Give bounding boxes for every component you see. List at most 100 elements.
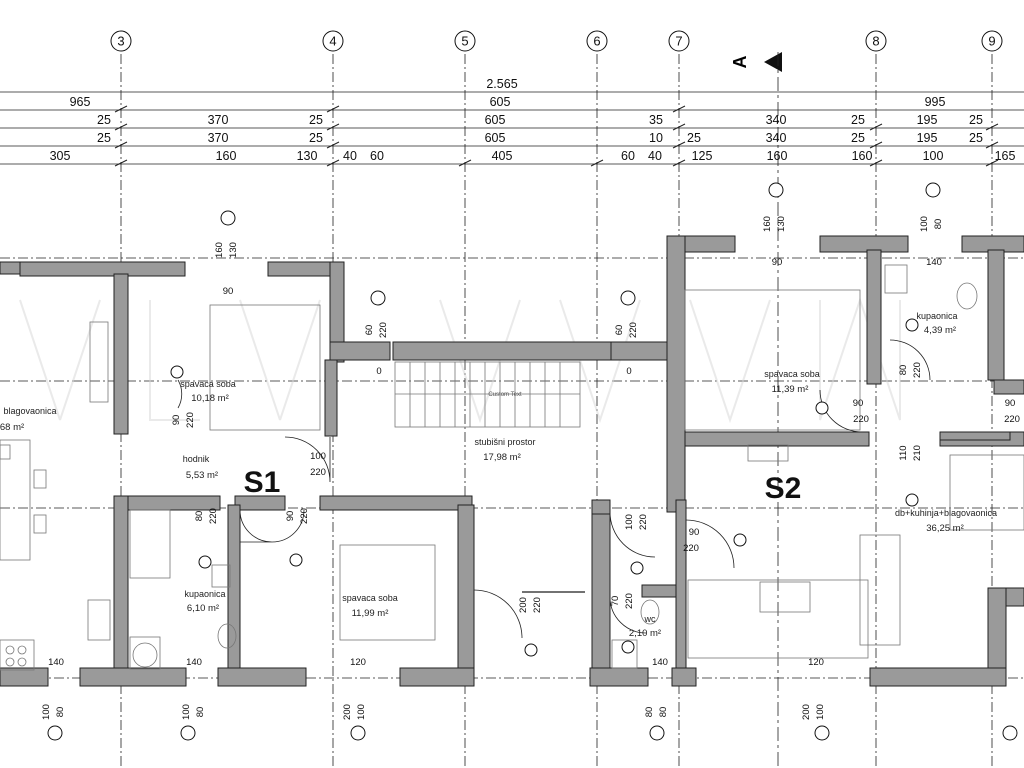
furniture <box>0 264 1024 671</box>
dim: 80 <box>195 707 206 718</box>
axis-bubble-5 <box>454 30 476 52</box>
wall <box>319 495 473 511</box>
dim-r4-3: 40 <box>343 149 357 163</box>
dim-r4-4: 60 <box>370 149 384 163</box>
wall <box>675 499 687 687</box>
room-name: spavaca soba <box>342 593 398 603</box>
dining-table <box>949 454 1024 531</box>
dim-r3-1: 370 <box>208 131 229 145</box>
dim: 130 <box>776 216 787 232</box>
dim-r4-6: 60 <box>621 149 635 163</box>
room-area: 2,10 m² <box>629 628 661 639</box>
opening-marker <box>220 210 236 226</box>
wall <box>591 499 611 515</box>
dim-r3-0: 25 <box>97 131 111 145</box>
dim: 80 <box>55 707 66 718</box>
dim: 80 <box>194 511 205 522</box>
door-swing <box>284 436 331 483</box>
dim-r4-12: 165 <box>995 149 1016 163</box>
toilet <box>217 623 237 649</box>
wardrobe <box>89 321 109 403</box>
dim: 220 <box>532 597 543 613</box>
dim: 0 <box>626 366 631 377</box>
room-name: kupaonica <box>916 311 957 321</box>
wall <box>227 504 241 686</box>
door-swing <box>177 379 183 409</box>
dim-r2-4: 35 <box>649 113 663 127</box>
opening-marker <box>925 182 941 198</box>
dim-r1-0: 965 <box>70 95 91 109</box>
axis-markers: 3 4 5 6 7 8 9 <box>110 30 1003 52</box>
wall <box>684 431 870 447</box>
sink <box>884 264 908 294</box>
room-area: 11,99 m² <box>352 608 389 619</box>
opening-marker <box>814 725 830 741</box>
opening-marker <box>768 182 784 198</box>
dim-r4-8: 125 <box>692 149 713 163</box>
room-name: hodnik <box>183 454 210 464</box>
dim-r4-10: 160 <box>852 149 873 163</box>
dim: 160 <box>762 216 773 232</box>
axis-bubble-3 <box>110 30 132 52</box>
section-letter: A <box>730 56 750 69</box>
opening-marker <box>170 365 184 379</box>
dim-r2-0: 25 <box>97 113 111 127</box>
sink <box>611 639 638 669</box>
dim: 90 <box>171 415 182 426</box>
dim: 210 <box>912 445 923 461</box>
dim-r4-2: 130 <box>297 149 318 163</box>
axis-label-4: 4 <box>329 33 336 48</box>
unit-label-s1: S1 <box>244 466 281 499</box>
dim: 0 <box>376 366 381 377</box>
wall <box>819 235 909 253</box>
dim-r2-8: 25 <box>969 113 983 127</box>
room-name: stubišni prostor <box>474 437 535 447</box>
dim: 80 <box>658 707 669 718</box>
room-area: 4,39 m² <box>924 325 956 336</box>
dim-r3-7: 25 <box>851 131 865 145</box>
room-area: 10,18 m² <box>191 393 229 404</box>
dim: 220 <box>378 322 389 338</box>
wall <box>589 667 649 687</box>
dim-r4-9: 160 <box>767 149 788 163</box>
dim-r2-1: 370 <box>208 113 229 127</box>
dim: 80 <box>898 365 909 376</box>
dim: 220 <box>1004 414 1020 425</box>
dim: 100 <box>181 704 192 720</box>
dim: 100 <box>41 704 52 720</box>
dim: 220 <box>853 414 869 425</box>
sofa-chaise <box>859 534 901 646</box>
wall <box>457 504 475 686</box>
dim-r4-1: 160 <box>216 149 237 163</box>
dim-r4-5: 405 <box>492 149 513 163</box>
wall <box>591 499 611 687</box>
door-dims: 90 220 100 220 80 220 90 220 100 220 90 … <box>171 362 1020 613</box>
dim: 220 <box>310 467 326 478</box>
wall <box>329 341 391 361</box>
opening-marker <box>180 725 196 741</box>
axis-bubble-8 <box>865 30 887 52</box>
dim-r2-7: 195 <box>917 113 938 127</box>
dim: 140 <box>926 257 942 268</box>
dim-r1-2: 995 <box>925 95 946 109</box>
axis-bubble-7 <box>668 30 690 52</box>
bathtub <box>129 509 171 579</box>
wall <box>939 431 1011 441</box>
wall <box>399 667 475 687</box>
dim: 70 <box>610 596 621 607</box>
doors <box>177 339 931 639</box>
sofa <box>687 579 869 659</box>
axis-label-7: 7 <box>675 33 682 48</box>
dim-total: 2.565 <box>486 77 517 91</box>
dim-r3-3: 605 <box>485 131 506 145</box>
opening-marker <box>815 401 829 415</box>
wall <box>324 359 338 437</box>
dim: 90 <box>853 398 864 409</box>
opening-marker <box>289 553 303 567</box>
dim: 60 <box>364 325 375 336</box>
door-swing <box>271 509 305 543</box>
chair <box>33 469 47 489</box>
opening-marker <box>620 290 636 306</box>
dim: 220 <box>683 543 699 554</box>
room-name: spavaca soba <box>764 369 820 379</box>
